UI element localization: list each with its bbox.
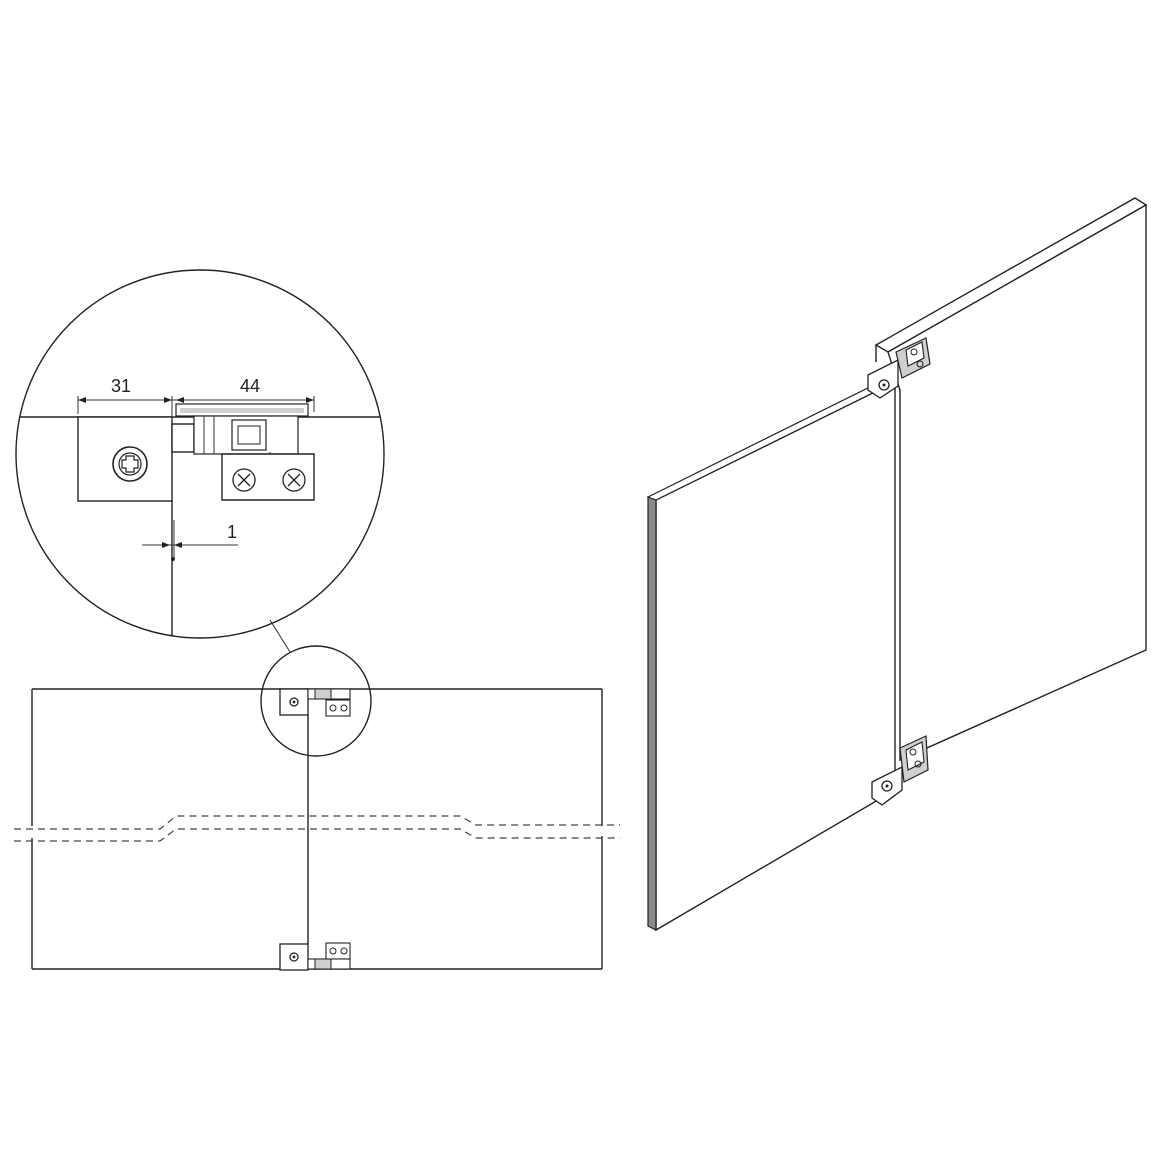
break-line-upper [14, 815, 620, 830]
bottom-hinge-small [279, 942, 351, 971]
dimension-44: 44 [172, 376, 315, 412]
break-line-lower [14, 828, 620, 842]
front-elevation-view [14, 645, 620, 971]
callout-leader [269, 619, 291, 653]
front-panel-face [655, 380, 896, 932]
detail-marker-circle [260, 645, 372, 757]
rear-panel-face [887, 203, 1147, 762]
bottom-hinge-iso [871, 735, 929, 806]
top-hinge-iso [867, 337, 931, 399]
hinge-body [171, 403, 315, 501]
top-hinge-small [279, 688, 351, 717]
dimension-31: 31 [77, 376, 173, 422]
detail-circle [15, 269, 385, 639]
front-panel-edge [647, 496, 657, 931]
dimension-label-44: 44 [240, 376, 260, 396]
left-mounting-plate [77, 416, 173, 502]
dimension-1: 1 [142, 520, 238, 561]
detail-callout: 31 44 1 [15, 269, 385, 653]
isometric-view [646, 197, 1148, 932]
dimension-label-31: 31 [111, 376, 131, 396]
dimension-label-1: 1 [227, 522, 237, 542]
